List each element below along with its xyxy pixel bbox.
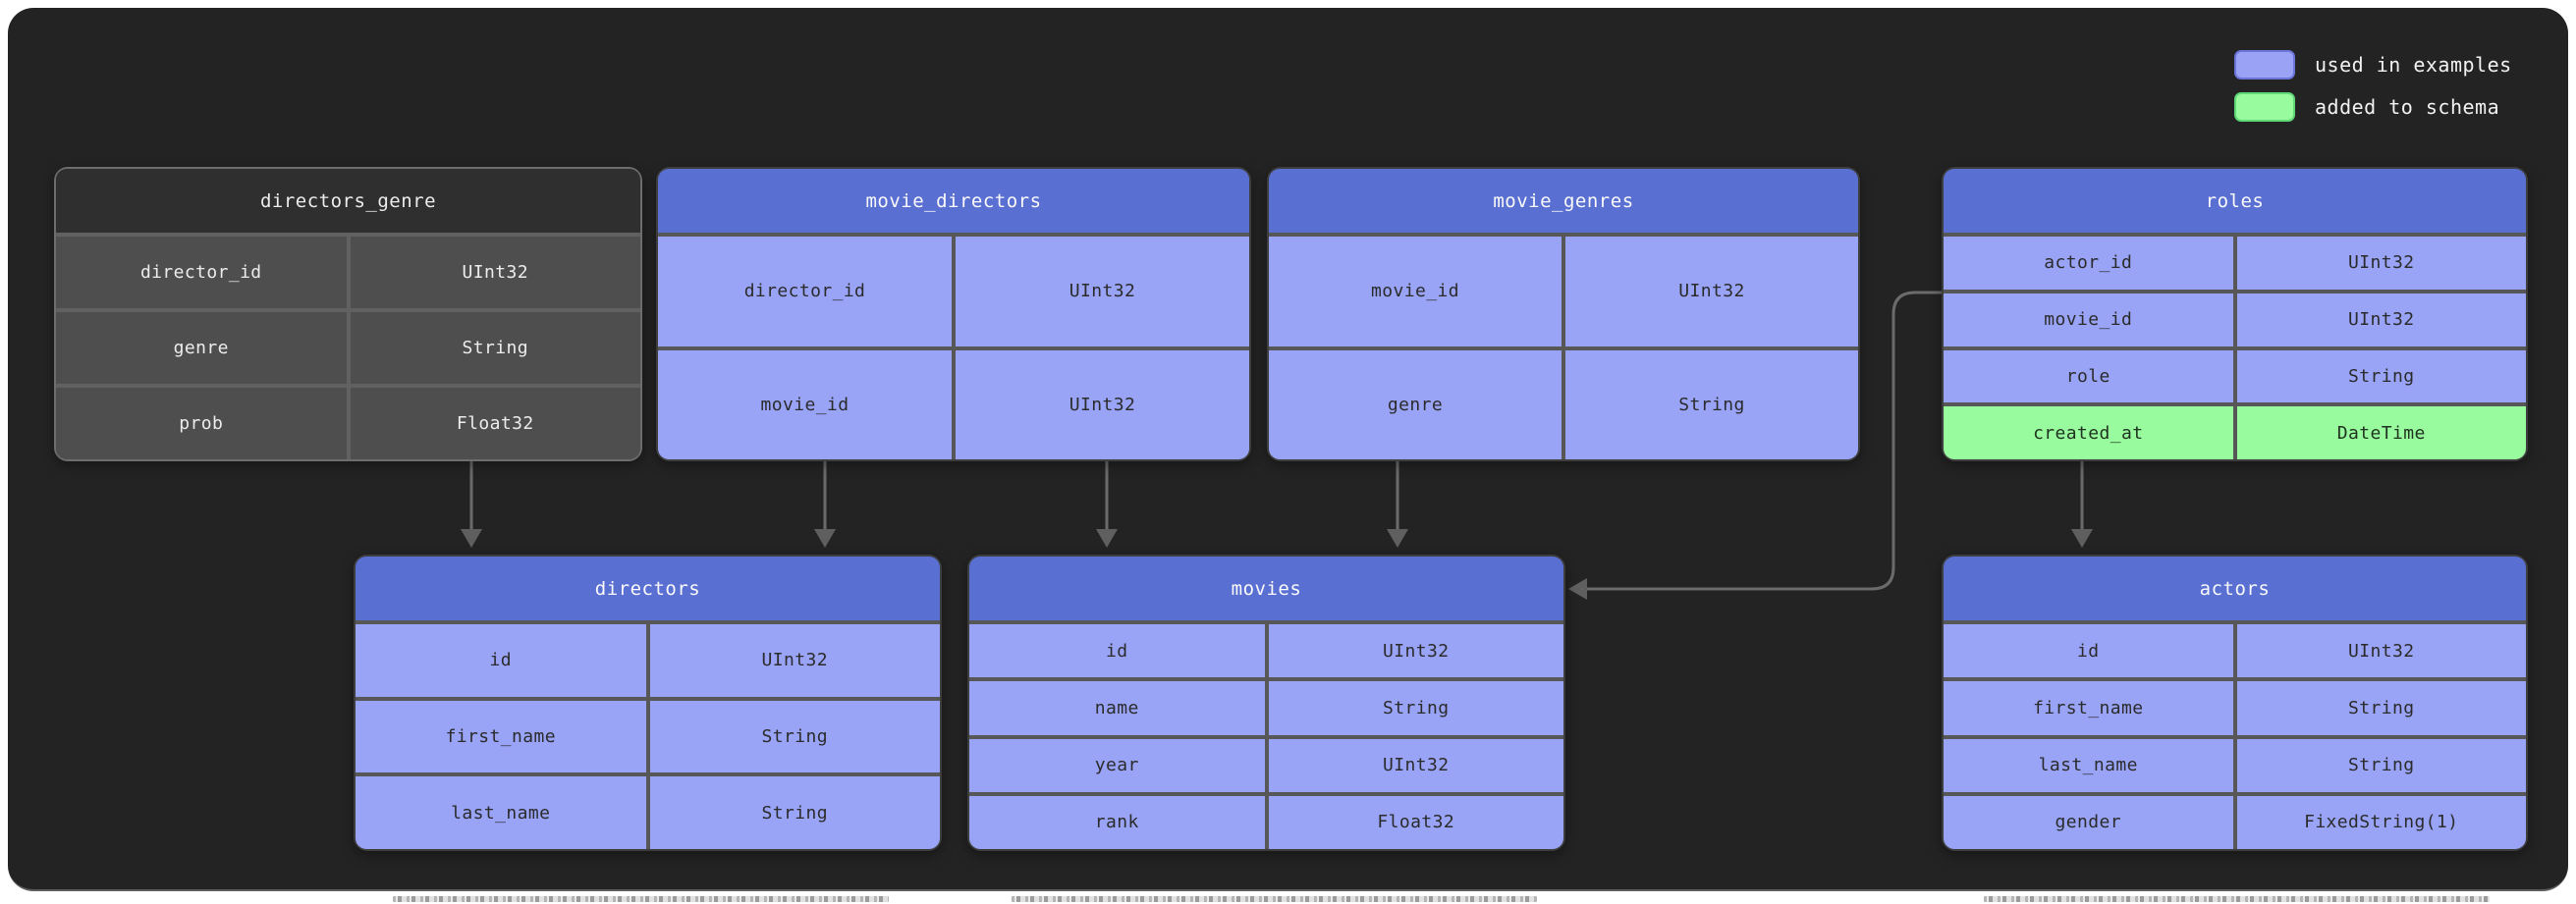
column-type-cell: String — [2236, 738, 2526, 792]
column-type-cell: UInt32 — [1268, 624, 1563, 678]
column-name-cell: first_name — [1944, 681, 2233, 735]
column-type-cell: String — [1268, 681, 1563, 735]
table-movies: movies id UInt32 name String year UInt32… — [967, 555, 1565, 851]
table-title: movie_genres — [1269, 169, 1858, 233]
column-type-cell: UInt32 — [956, 237, 1249, 346]
column-type-cell: String — [350, 312, 640, 384]
legend-label: added to schema — [2315, 95, 2500, 119]
table-title: movie_directors — [658, 169, 1249, 233]
column-name-cell: movie_id — [658, 349, 952, 459]
column-type-cell: UInt32 — [956, 349, 1249, 459]
column-name-cell: id — [1944, 624, 2233, 678]
table-title: movies — [969, 557, 1563, 620]
legend-label: used in examples — [2315, 53, 2512, 77]
column-type-cell: FixedString(1) — [2236, 795, 2526, 849]
column-name-cell: movie_id — [1269, 237, 1562, 346]
table-movie-genres: movie_genres movie_id UInt32 genre Strin… — [1267, 167, 1860, 461]
column-name-cell: id — [356, 624, 646, 697]
column-name-cell-added: created_at — [1944, 406, 2233, 459]
column-type-cell: String — [2236, 349, 2526, 403]
column-type-cell: UInt32 — [1268, 738, 1563, 792]
column-name-cell: role — [1944, 349, 2233, 403]
column-type-cell: UInt32 — [2236, 237, 2526, 290]
table-title: actors — [1944, 557, 2526, 620]
table-title: directors_genre — [56, 169, 640, 233]
table-directors-genre: directors_genre director_id UInt32 genre… — [54, 167, 642, 461]
column-name-cell: last_name — [356, 776, 646, 849]
table-actors: actors id UInt32 first_name String last_… — [1942, 555, 2528, 851]
column-type-cell: String — [649, 776, 940, 849]
column-name-cell: year — [969, 738, 1265, 792]
column-name-cell: genre — [1269, 349, 1562, 459]
column-type-cell: UInt32 — [350, 237, 640, 308]
legend-swatch-added-to-schema — [2234, 92, 2295, 122]
legend-swatch-used-in-examples — [2234, 50, 2295, 80]
column-type-cell: String — [1565, 349, 1858, 459]
column-name-cell: genre — [56, 312, 347, 384]
cropped-text-artifact — [393, 896, 889, 902]
table-movie-directors: movie_directors director_id UInt32 movie… — [656, 167, 1251, 461]
column-name-cell: actor_id — [1944, 237, 2233, 290]
legend-item-used-in-examples: used in examples — [2234, 50, 2512, 80]
table-title: directors — [356, 557, 940, 620]
table-directors: directors id UInt32 first_name String la… — [354, 555, 942, 851]
cropped-text-artifact — [1012, 896, 1537, 902]
column-name-cell: gender — [1944, 795, 2233, 849]
column-type-cell: UInt32 — [2236, 624, 2526, 678]
column-name-cell: movie_id — [1944, 292, 2233, 346]
column-name-cell: last_name — [1944, 738, 2233, 792]
column-type-cell-added: DateTime — [2236, 406, 2526, 459]
column-type-cell: String — [649, 700, 940, 773]
table-title: roles — [1944, 169, 2526, 233]
column-type-cell: UInt32 — [1565, 237, 1858, 346]
column-type-cell: String — [2236, 681, 2526, 735]
table-roles: roles actor_id UInt32 movie_id UInt32 ro… — [1942, 167, 2528, 461]
column-type-cell: UInt32 — [2236, 292, 2526, 346]
column-name-cell: director_id — [56, 237, 347, 308]
column-name-cell: name — [969, 681, 1265, 735]
column-type-cell: Float32 — [350, 388, 640, 459]
column-name-cell: director_id — [658, 237, 952, 346]
column-name-cell: id — [969, 624, 1265, 678]
column-name-cell: prob — [56, 388, 347, 459]
column-type-cell: Float32 — [1268, 795, 1563, 849]
legend-item-added-to-schema: added to schema — [2234, 92, 2499, 122]
column-name-cell: rank — [969, 795, 1265, 849]
cropped-text-artifact — [1984, 896, 2490, 902]
column-name-cell: first_name — [356, 700, 646, 773]
column-type-cell: UInt32 — [649, 624, 940, 697]
